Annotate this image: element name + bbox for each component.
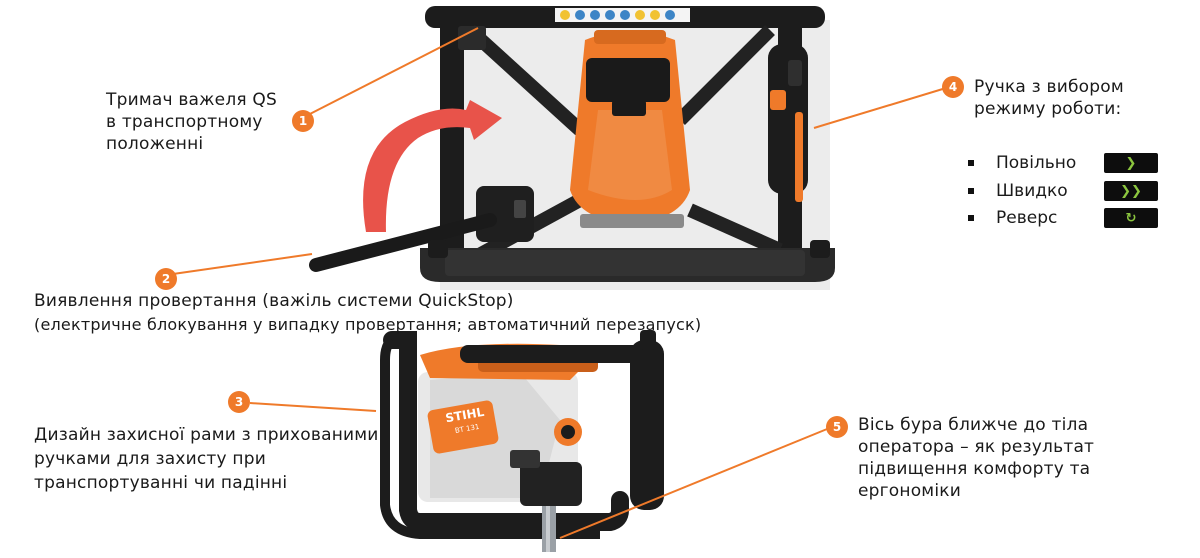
callout-1-line-3: положенні (106, 134, 204, 154)
callout-5-line-3: підвищення комфорту та (858, 459, 1091, 479)
callout-3-line-3: транспортуванні чи падінні (34, 473, 288, 493)
callout-badge-3: 3 (228, 391, 250, 413)
mode-row-reverse: Реверс ↻ (968, 207, 1158, 229)
fast-double-chevron-icon: ❯❯ (1104, 181, 1158, 201)
callout-5-line-2: оператора – як результат (858, 437, 1095, 457)
mode-label-slow: Повільно (996, 153, 1077, 173)
callout-text-2: Виявлення провертання (важіль системи Qu… (34, 289, 701, 337)
callout-2-line-2: (електричне блокування у випадку проверт… (34, 315, 702, 334)
mode-row-fast: Швидко ❯❯ (968, 180, 1158, 202)
slow-chevron-icon: ❯ (1104, 153, 1158, 173)
callout-3-line-2: ручками для захисту при (34, 449, 266, 469)
callout-1-line-1: Тримач важеля QS (106, 90, 277, 110)
reverse-arrow-icon: ↻ (1104, 208, 1158, 228)
callout-1-line-2: в транспортному (106, 112, 263, 132)
callout-badge-2: 2 (155, 268, 177, 290)
mode-label-reverse: Реверс (996, 208, 1058, 228)
callout-3-line-1: Дизайн захисної рами з прихованими (34, 425, 379, 445)
mode-row-slow: Повільно ❯ (968, 152, 1158, 174)
callout-badge-5: 5 (826, 416, 848, 438)
top-view-machine (309, 6, 835, 282)
warning-icons (560, 10, 675, 20)
bullet (968, 215, 974, 221)
callout-4-line-2: режиму роботи: (974, 99, 1122, 119)
rotation-arrow (363, 100, 502, 232)
callout-5-line-1: Вісь бура ближче до тіла (858, 415, 1089, 435)
callout-4-line-1: Ручка з вибором (974, 77, 1124, 97)
bullet (968, 160, 974, 166)
mode-label-fast: Швидко (996, 181, 1068, 201)
callout-text-4: Ручка з вибором режиму роботи: (974, 76, 1124, 120)
callout-2-line-1: Виявлення провертання (важіль системи Qu… (34, 291, 514, 311)
leader-lines (165, 27, 947, 539)
callout-text-5: Вісь бура ближче до тіла оператора – як … (858, 414, 1094, 502)
callout-5-line-4: ергономіки (858, 481, 961, 501)
bullet (968, 188, 974, 194)
callout-text-1: Тримач важеля QS в транспортному положен… (106, 89, 277, 155)
callout-text-3: Дизайн захисної рами з прихованими ручка… (34, 423, 379, 495)
side-view-machine (380, 330, 664, 552)
callout-badge-4: 4 (942, 76, 964, 98)
callout-badge-1: 1 (292, 110, 314, 132)
